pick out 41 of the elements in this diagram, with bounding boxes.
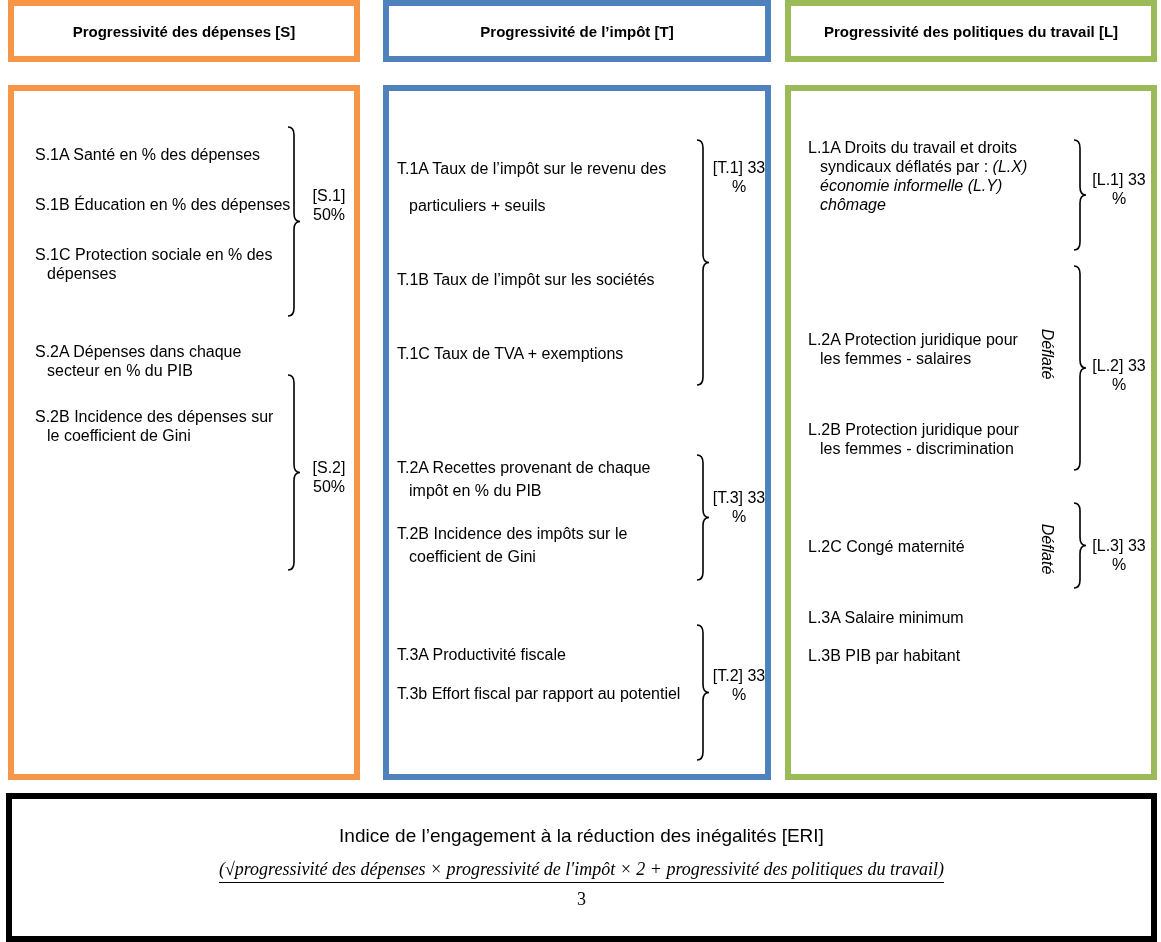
weight-label: [L.2] 33 % bbox=[1091, 356, 1147, 394]
index-title: Indice de l’engagement à la réduction des inégalités [ERI] bbox=[339, 825, 824, 846]
indicator-text: T.1A Taux de l’impôt sur le revenu des particuliers + seuils bbox=[397, 159, 668, 216]
indicator-text: L.1A Droits du travail et droits syndicaux déflatés par : (L.X) économie informelle (L.Y) chômage bbox=[808, 138, 1029, 214]
weight-label: [L.3] 33 % bbox=[1091, 536, 1147, 574]
indicator-text: L.2C Congé maternité bbox=[808, 537, 966, 556]
indicator-text: T.3b Effort fiscal par rapport au potentiel bbox=[397, 684, 682, 704]
indicator-text: S.1A Santé en % des dépenses bbox=[35, 145, 262, 164]
indicator-panel bbox=[785, 85, 1157, 780]
indicator-text: T.2A Recettes provenant de chaque impôt en % du PIB bbox=[397, 458, 652, 501]
indicator-text: T.1B Taux de l’impôt sur les sociétés bbox=[397, 270, 656, 290]
indicator-panel bbox=[8, 85, 360, 780]
weight-label: [L.1] 33 % bbox=[1091, 170, 1147, 208]
section-header bbox=[785, 0, 1157, 62]
indicator-text: T.3A Productivité fiscale bbox=[397, 645, 567, 665]
formula-denominator: 3 bbox=[577, 889, 586, 909]
header-text: Progressivité de l’impôt [T] bbox=[480, 22, 674, 40]
indicator-panel bbox=[383, 85, 771, 780]
indicator-text: L.2A Protection juridique pour les femmes - salaires bbox=[808, 330, 1019, 368]
indicator-text: S.2B Incidence des dépenses sur le coefficient de Gini bbox=[35, 407, 275, 445]
weight-label: [T.3] 33 % bbox=[712, 488, 766, 526]
section-header bbox=[383, 0, 771, 62]
formula-numerator: (√progressivité des dépenses × progressivité de l′impôt × 2 + progressivité des politiques du travail) bbox=[218, 859, 945, 883]
weight-label: [T.2] 33 % bbox=[712, 666, 766, 704]
indicator-text: S.1C Protection sociale en % des dépenses bbox=[35, 245, 274, 283]
indicator-text: T.1C Taux de TVA + exemptions bbox=[397, 344, 625, 364]
indicator-text: L.2B Protection juridique pour les femmes - discrimination bbox=[808, 420, 1020, 458]
indicator-text: L.3A Salaire minimum bbox=[808, 608, 965, 627]
header-text: Progressivité des dépenses [S] bbox=[72, 22, 296, 40]
weight-label: [S.2] 50% bbox=[311, 458, 347, 496]
indicator-text: S.1B Éducation en % des dépenses bbox=[35, 195, 292, 214]
index-panel bbox=[6, 793, 1157, 942]
indicator-text: S.2A Dépenses dans chaque secteur en % du PIB bbox=[35, 342, 243, 380]
rotated-note: Déflaté bbox=[1038, 327, 1056, 382]
header-text: Progressivité des politiques du travail [L] bbox=[823, 22, 1119, 40]
section-header bbox=[8, 0, 360, 62]
rotated-note: Déflaté bbox=[1038, 522, 1056, 577]
weight-label: [S.1] 50% bbox=[311, 186, 347, 224]
indicator-text: L.3B PIB par habitant bbox=[808, 646, 962, 665]
weight-label: [T.1] 33 % bbox=[712, 158, 766, 196]
indicator-text: T.2B Incidence des impôts sur le coefficient de Gini bbox=[397, 524, 629, 567]
